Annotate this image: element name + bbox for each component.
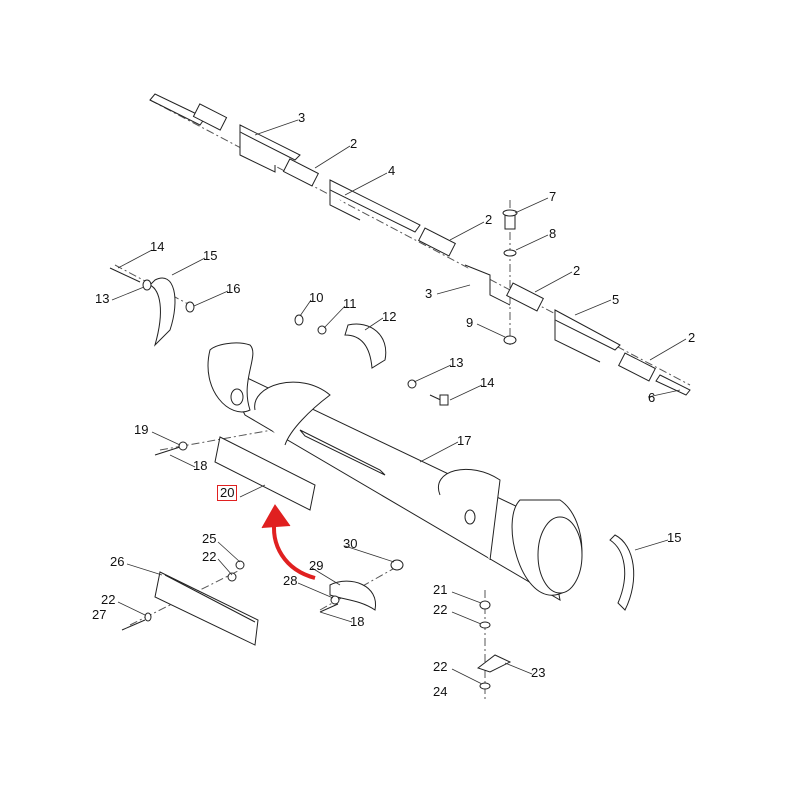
- callout-4: 4: [388, 163, 396, 178]
- callout-2: 2: [485, 212, 493, 227]
- small-parts: [109, 267, 449, 406]
- highlight-arrow: [261, 504, 316, 580]
- callout-10: 10: [309, 290, 324, 305]
- callout-18: 18: [350, 614, 365, 629]
- callout-3: 3: [298, 110, 306, 125]
- callout-13: 13: [95, 291, 110, 306]
- callout-6: 6: [648, 390, 656, 405]
- callout-8: 8: [549, 226, 557, 241]
- callout-22: 22: [101, 592, 116, 607]
- callout-3: 3: [425, 286, 433, 301]
- callout-26: 26: [110, 554, 125, 569]
- callout-5: 5: [612, 292, 620, 307]
- callout-21: 21: [433, 582, 448, 597]
- callout-2: 2: [688, 330, 696, 345]
- auger-tube: [207, 342, 583, 601]
- callout-2: 2: [573, 263, 581, 278]
- leader-lines: [111, 119, 687, 685]
- callout-18: 18: [193, 458, 208, 473]
- wear-bars: [121, 436, 316, 646]
- callout-22: 22: [433, 602, 448, 617]
- callout-22: 22: [202, 549, 217, 564]
- callout-7: 7: [549, 189, 557, 204]
- callout-23: 23: [531, 665, 546, 680]
- callout-13: 13: [449, 355, 464, 370]
- callout-11: 11: [343, 296, 357, 311]
- callout-19: 19: [134, 422, 149, 437]
- callout-29: 29: [309, 558, 324, 573]
- callout-9: 9: [466, 315, 474, 330]
- callout-15: 15: [203, 248, 218, 263]
- callout-22: 22: [433, 659, 448, 674]
- callout-16: 16: [226, 281, 241, 296]
- lower-parts: [319, 534, 635, 690]
- callout-24: 24: [433, 684, 448, 699]
- callout-28: 28: [283, 573, 298, 588]
- callout-12: 12: [382, 309, 397, 324]
- callout-20-highlighted: 20: [217, 485, 238, 501]
- callout-27: 27: [92, 607, 107, 622]
- callout-14: 14: [480, 375, 495, 390]
- callout-14: 14: [150, 239, 165, 254]
- callout-15: 15: [667, 530, 682, 545]
- drive-shafts: [149, 93, 691, 396]
- callout-2: 2: [350, 136, 358, 151]
- callout-17: 17: [457, 433, 472, 448]
- callout-30: 30: [343, 536, 358, 551]
- callout-25: 25: [202, 531, 217, 546]
